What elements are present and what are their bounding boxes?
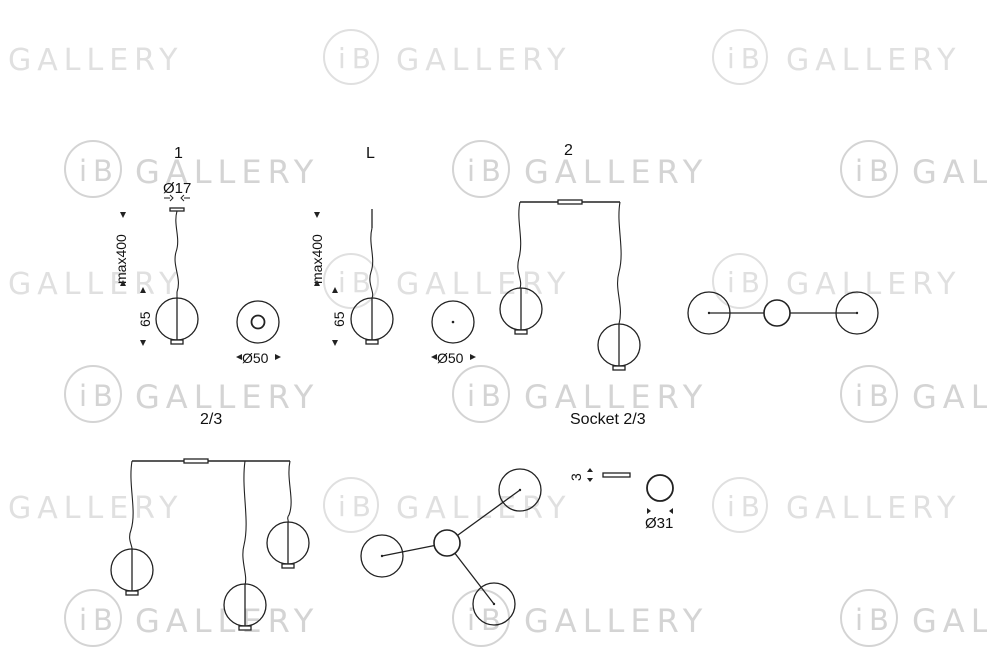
watermark: GALLERY xyxy=(8,491,183,526)
svg-text:iB: iB xyxy=(467,154,507,188)
svg-text:iB: iB xyxy=(338,266,377,299)
svg-text:iB: iB xyxy=(338,42,377,75)
model-L-label: L xyxy=(366,145,375,162)
svg-text:GALLERY: GALLERY xyxy=(786,43,961,78)
watermark: iB GALLERY xyxy=(452,365,708,423)
svg-text:iB: iB xyxy=(79,379,119,413)
watermark: iB GALLERY xyxy=(323,253,571,309)
svg-text:GALLERY: GALLERY xyxy=(912,602,987,640)
svg-text:iB: iB xyxy=(727,266,766,299)
svg-text:iB: iB xyxy=(79,603,119,637)
model-2-drawing: 2 xyxy=(499,142,879,371)
svg-text:GALLERY: GALLERY xyxy=(396,491,571,526)
model-1-drawing: 1 Ø17 max400 65 Ø50 xyxy=(113,145,281,366)
height-65-label: 65 xyxy=(137,311,153,327)
svg-text:iB: iB xyxy=(855,379,895,413)
svg-text:GALLERY: GALLERY xyxy=(912,153,987,191)
watermark: iB GALLERY xyxy=(712,477,961,533)
diameter-17-label: Ø17 xyxy=(163,180,191,197)
diameter-31-label: Ø31 xyxy=(645,515,673,532)
diameter-50-label: Ø50 xyxy=(437,350,464,366)
svg-text:iB: iB xyxy=(727,490,766,523)
svg-text:GALLERY: GALLERY xyxy=(786,267,961,302)
watermark: iB GALLERY xyxy=(840,365,987,423)
svg-text:GALLERY: GALLERY xyxy=(524,378,708,416)
watermark: iB GALLERY xyxy=(452,140,708,198)
max400-label: max400 xyxy=(309,234,325,284)
max400-label: max400 xyxy=(113,234,129,284)
model-2-3-label: 2/3 xyxy=(200,411,222,428)
watermark: iB GALLERY xyxy=(323,29,571,85)
svg-text:GALLERY: GALLERY xyxy=(912,378,987,416)
svg-text:GALLERY: GALLERY xyxy=(786,491,961,526)
model-2-3-drawing: 2/3 xyxy=(110,411,542,631)
watermark: iB GALLERY xyxy=(64,365,319,423)
svg-text:iB: iB xyxy=(338,490,377,523)
model-2-label: 2 xyxy=(564,142,573,159)
model-2-top-view xyxy=(687,291,879,335)
svg-text:GALLERY: GALLERY xyxy=(396,43,571,78)
model-L-drawing: L max400 65 Ø50 xyxy=(309,145,476,366)
svg-text:GALLERY: GALLERY xyxy=(8,267,183,302)
watermark: iB GALLERY xyxy=(840,140,987,198)
svg-text:GALLERY: GALLERY xyxy=(8,43,183,78)
svg-text:GALLERY: GALLERY xyxy=(524,602,708,640)
height-3-label: 3 xyxy=(568,473,584,481)
watermark: iB GALLERY xyxy=(840,589,987,647)
diameter-50-label: Ø50 xyxy=(242,350,269,366)
drawings: 1 Ø17 max400 65 Ø50 L xyxy=(110,142,879,631)
svg-text:GALLERY: GALLERY xyxy=(135,153,319,191)
svg-text:GALLERY: GALLERY xyxy=(8,491,183,526)
svg-text:iB: iB xyxy=(855,603,895,637)
svg-text:iB: iB xyxy=(467,379,507,413)
svg-text:iB: iB xyxy=(467,603,507,637)
watermark: iB GALLERY xyxy=(64,589,319,647)
svg-text:iB: iB xyxy=(727,42,766,75)
model-1-label: 1 xyxy=(174,145,183,162)
watermark: GALLERY xyxy=(8,267,183,302)
watermark: GALLERY xyxy=(8,43,183,78)
watermark: iB GALLERY xyxy=(712,29,961,85)
watermark: iB GALLERY xyxy=(712,253,961,309)
svg-text:GALLERY: GALLERY xyxy=(396,267,571,302)
watermark: iB GALLERY xyxy=(323,477,571,533)
svg-text:iB: iB xyxy=(855,154,895,188)
svg-text:iB: iB xyxy=(79,154,119,188)
socket-drawing: Socket 2/3 3 Ø31 xyxy=(568,411,674,532)
model-2-3-top-view xyxy=(360,468,542,626)
watermark: iB GALLERY xyxy=(452,589,708,647)
watermark: iB GALLERY xyxy=(64,140,319,198)
svg-text:GALLERY: GALLERY xyxy=(135,602,319,640)
svg-text:GALLERY: GALLERY xyxy=(524,153,708,191)
svg-text:GALLERY: GALLERY xyxy=(135,378,319,416)
watermark-layer: GALLERY iB GALLERY iB GALLERY iB GALLERY… xyxy=(8,29,987,647)
socket-label: Socket 2/3 xyxy=(570,411,646,428)
height-65-label: 65 xyxy=(331,311,347,327)
